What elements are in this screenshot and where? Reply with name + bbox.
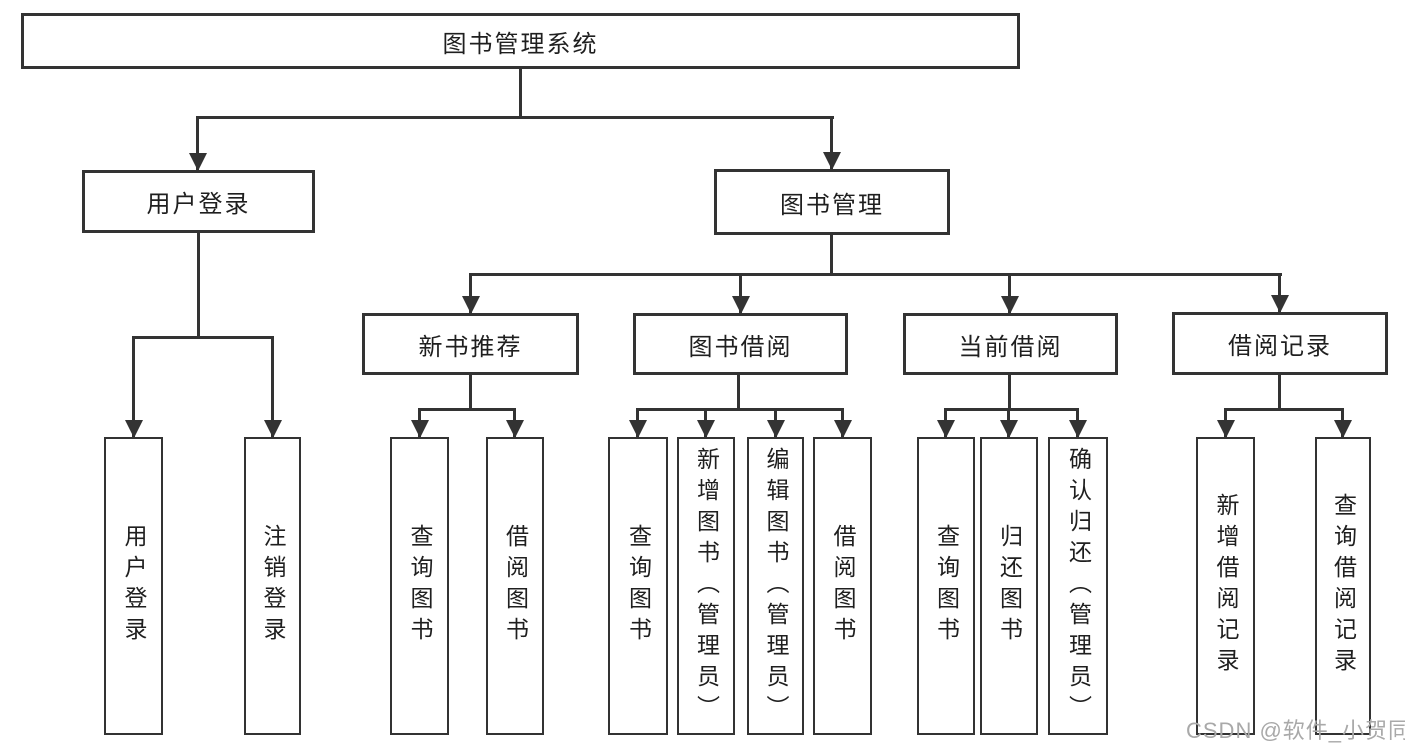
connector-new-book-stem (469, 375, 472, 411)
leaf-label: 查询图书 (407, 524, 433, 648)
connector-root-stem (519, 69, 522, 119)
leaf-return-books: 归还图书 (980, 437, 1038, 735)
leaf-add-borrow-record: 新增借阅记录 (1196, 437, 1255, 735)
connector-root-rail (196, 116, 834, 119)
connector-current-borrowing-rail (944, 408, 1079, 411)
leaf-label: 归还图书 (996, 524, 1023, 648)
node-book-borrowing: 图书借阅 (633, 313, 848, 375)
leaf-label: 借阅图书 (830, 524, 856, 648)
connector-book-management-stem (830, 235, 833, 276)
leaf-label: 新增借阅记录 (1213, 493, 1239, 679)
leaf-query-books-borrowing: 查询图书 (608, 437, 668, 735)
connector-book-management-rail (469, 273, 1282, 276)
watermark-text: CSDN @软件_小贺同学 (1186, 718, 1405, 743)
connector-user-login-rail (132, 336, 274, 339)
connector-arrow-leaf-query-books-2 (628, 408, 647, 438)
leaf-query-books-recommend: 查询图书 (390, 437, 449, 735)
connector-arrow-leaf-borrow-books-2 (833, 408, 852, 438)
leaf-logout: 注销登录 (244, 437, 301, 735)
leaf-add-books-admin: 新增图书（管理员） (677, 437, 735, 735)
node-label: 新书推荐 (418, 333, 523, 361)
connector-arrow-leaf-query-books-1 (410, 408, 429, 438)
node-label: 图书管理系统 (442, 30, 599, 58)
leaf-label: 用户登录 (121, 524, 147, 648)
connector-arrow-leaf-confirm-return (1068, 408, 1087, 438)
connector-arrow-leaf-add-record (1216, 408, 1235, 438)
node-label: 用户登录 (146, 191, 251, 218)
node-label: 借阅记录 (1228, 333, 1332, 360)
node-book-management: 图书管理 (714, 169, 950, 235)
node-user-login: 用户登录 (82, 170, 315, 233)
connector-arrow-leaf-add-books (696, 408, 715, 438)
connector-arrow-leaf-query-books-3 (936, 408, 955, 438)
connector-arrow-leaf-user-login (124, 336, 143, 438)
leaf-label: 新增图书（管理员） (693, 446, 720, 726)
connector-current-borrowing-stem (1008, 375, 1011, 411)
leaf-label: 编辑图书（管理员） (763, 446, 789, 726)
node-library-management-system: 图书管理系统 (21, 13, 1020, 69)
leaf-borrow-books-borrowing: 借阅图书 (813, 437, 872, 735)
leaf-borrow-books-recommend: 借阅图书 (486, 437, 544, 735)
connector-arrow-leaf-query-record (1333, 408, 1352, 438)
leaf-label: 注销登录 (260, 524, 286, 648)
connector-arrow-leaf-logout (263, 336, 282, 438)
node-label: 图书管理 (780, 191, 884, 219)
connector-arrow-book-management (822, 116, 841, 170)
node-label: 当前借阅 (958, 333, 1063, 361)
leaf-query-borrow-record: 查询借阅记录 (1315, 437, 1371, 735)
leaf-label: 查询图书 (625, 524, 652, 648)
leaf-label: 查询图书 (933, 524, 960, 648)
connector-book-borrowing-stem (737, 375, 740, 411)
leaf-confirm-return-admin: 确认归还（管理员） (1048, 437, 1108, 735)
connector-arrow-leaf-borrow-books-1 (505, 408, 524, 438)
connector-new-book-rail (418, 408, 516, 411)
connector-arrow-user-login (188, 116, 207, 171)
connector-user-login-stem (197, 233, 200, 339)
leaf-query-books-current: 查询图书 (917, 437, 975, 735)
connector-book-borrowing-rail (636, 408, 844, 411)
connector-arrow-leaf-return-books (999, 408, 1018, 438)
leaf-label: 查询借阅记录 (1330, 493, 1357, 679)
node-new-book-recommendation: 新书推荐 (362, 313, 579, 375)
connector-arrow-book-borrowing (731, 273, 750, 314)
node-borrowing-records: 借阅记录 (1172, 312, 1388, 375)
connector-arrow-borrowing-records (1270, 273, 1289, 313)
node-current-borrowing: 当前借阅 (903, 313, 1118, 375)
connector-arrow-current-borrowing (1000, 273, 1019, 314)
leaf-label: 借阅图书 (502, 524, 529, 648)
leaf-user-login: 用户登录 (104, 437, 163, 735)
connector-arrow-leaf-edit-books (766, 408, 785, 438)
leaf-edit-books-admin: 编辑图书（管理员） (747, 437, 804, 735)
connector-borrowing-records-rail (1224, 408, 1344, 411)
leaf-label: 确认归还（管理员） (1065, 446, 1092, 726)
node-label: 图书借阅 (688, 333, 793, 361)
connector-arrow-new-book-recommendation (461, 273, 480, 314)
connector-borrowing-records-stem (1278, 375, 1281, 411)
